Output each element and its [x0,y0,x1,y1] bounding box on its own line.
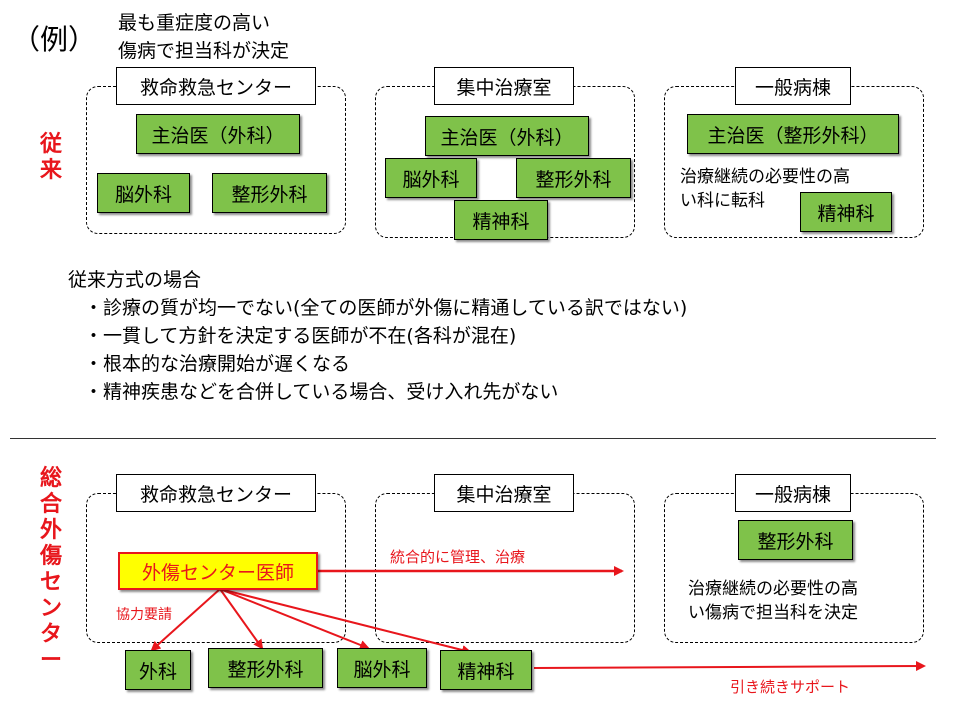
trauma-side-label: 総 合 外 傷 セ ン タ ー [39,466,62,673]
cooperation-arrow-orthopedics [219,588,264,650]
example-heading-line1: 最も重症度の高い [118,12,271,34]
trauma-icu-title: 集中治療室 [434,474,574,512]
traditional-er-main-doctor: 主治医（外科） [136,114,300,154]
integrated-label: 統合的に管理、治療 [390,548,526,566]
example-mark: （例） [12,23,97,56]
trauma-ward-note-line2: い傷病で担当科を決定 [688,603,858,623]
issues-title: 従来方式の場合 [68,269,202,291]
traditional-er-neurosurgery: 脳外科 [97,173,190,213]
trauma-er-title: 救命救急センター [116,474,316,512]
trauma-dept-orthopedics: 整形外科 [208,648,323,688]
issue-item-2: ・一貫して方針を決定する医師が不在(各科が混在) [84,325,517,347]
support-arrow [533,661,926,672]
issue-item-4: ・精神疾患などを合併している場合、受け入れ先がない [84,381,559,403]
traditional-ward-note-line1: 治療継続の必要性の高 [680,167,850,187]
traditional-icu-title: 集中治療室 [434,67,574,105]
trauma-dept-neurosurgery: 脳外科 [337,648,427,688]
support-label: 引き続きサポート [730,678,851,696]
traditional-er-orthopedics: 整形外科 [212,173,327,213]
example-heading-line2: 傷病で担当科が決定 [118,40,290,62]
issue-item-1: ・診療の質が均一でない(全ての医師が外傷に精通している訳ではない) [84,297,688,319]
cooperation-arrow-surgery [150,588,221,652]
traditional-ward-psychiatry: 精神科 [800,192,892,232]
trauma-dept-surgery: 外科 [125,650,191,690]
trauma-ward-note-line1: 治療継続の必要性の高 [688,579,858,599]
cooperation-arrow-psychiatry [219,588,472,655]
traditional-side-label: 従 来 [39,132,62,183]
traditional-icu-psychiatry: 精神科 [454,200,548,240]
trauma-dept-psychiatry: 精神科 [440,650,532,690]
traditional-ward-main-doctor: 主治医（整形外科） [687,114,899,154]
trauma-center-doctor: 外傷センター医師 [118,552,318,590]
cooperation-arrow-neurosurgery [219,588,370,650]
trauma-ward-title: 一般病棟 [735,474,851,512]
trauma-ward-orthopedics: 整形外科 [738,520,853,560]
traditional-er-title: 救命救急センター [116,67,316,105]
traditional-icu-neurosurgery: 脳外科 [385,158,477,198]
cooperation-label: 協力要請 [116,607,172,623]
section-divider [10,438,936,439]
issue-item-3: ・根本的な治療開始が遅くなる [84,353,351,375]
traditional-icu-orthopedics: 整形外科 [516,158,631,198]
traditional-ward-note-line2: い科に転科 [680,191,765,211]
traditional-icu-main-doctor: 主治医（外科） [425,116,589,156]
traditional-ward-title: 一般病棟 [735,67,851,105]
